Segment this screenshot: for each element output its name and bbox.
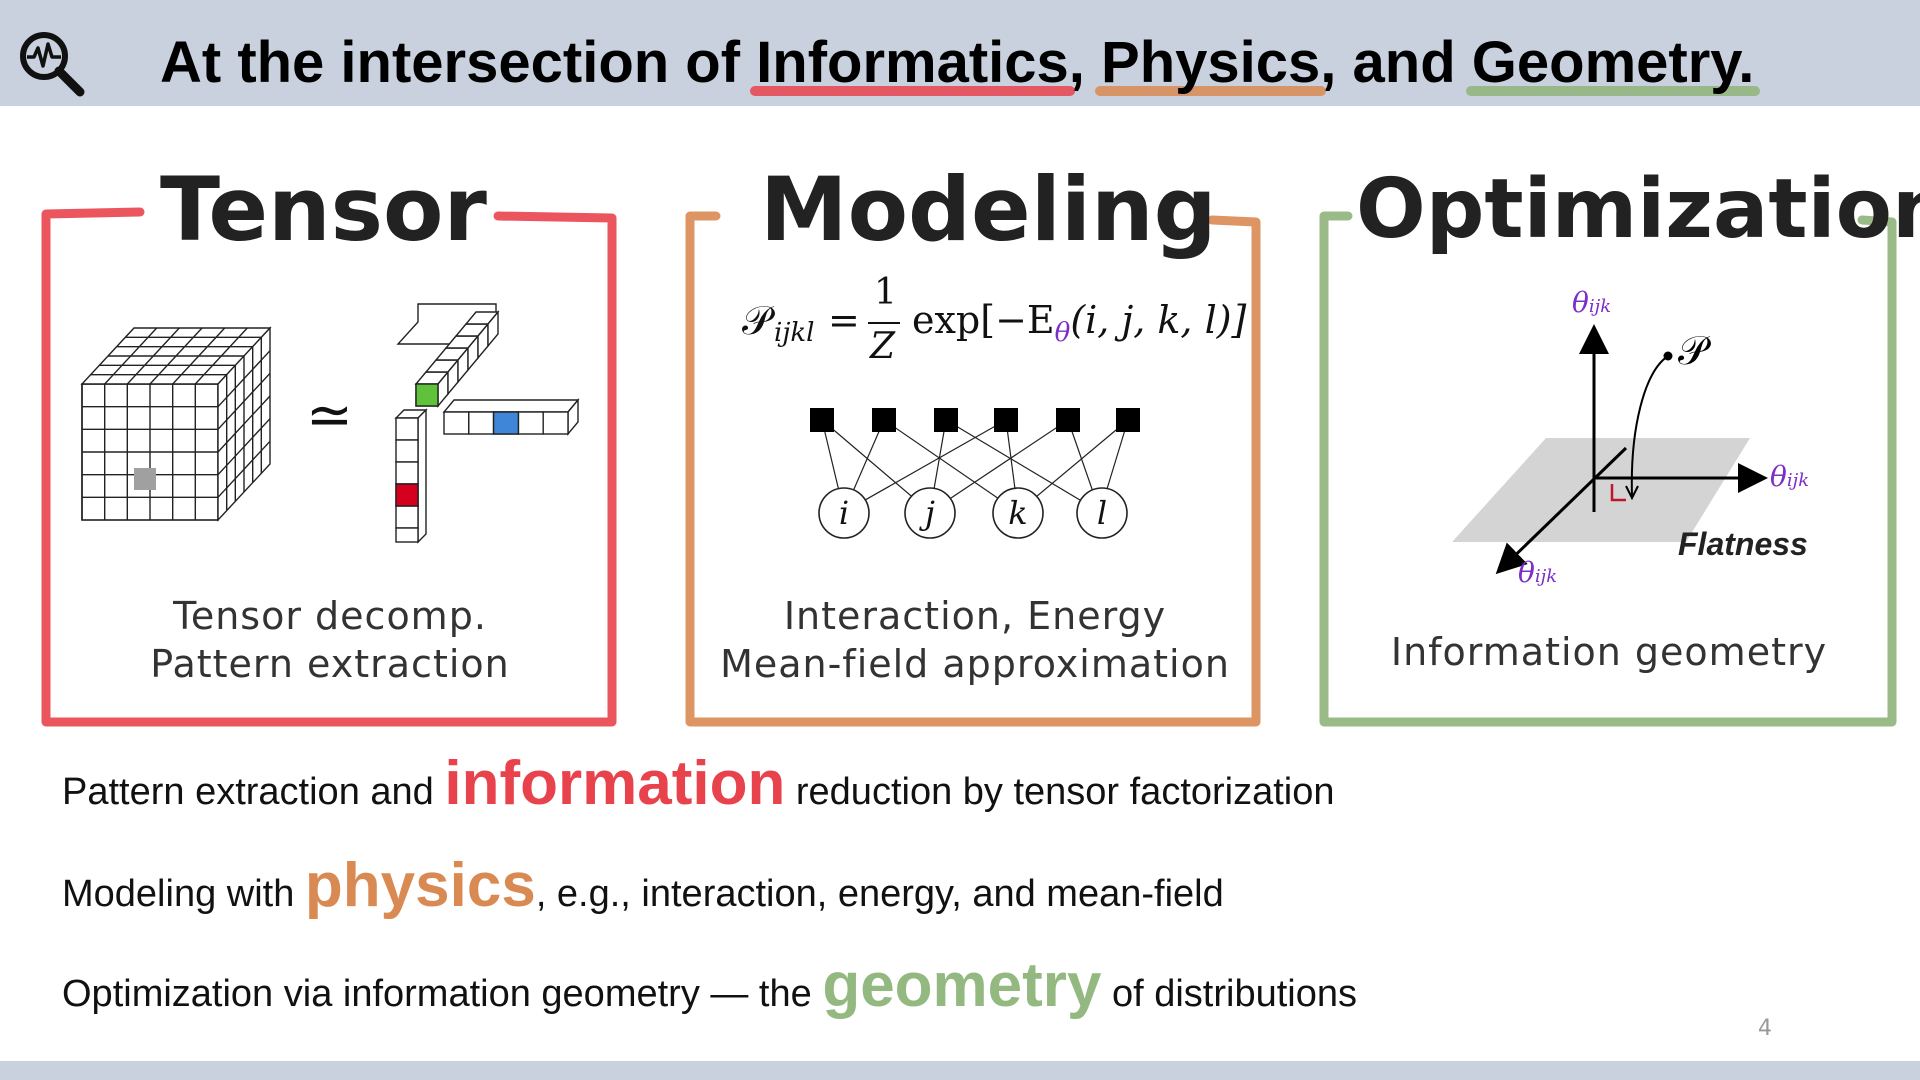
bullet-2-emphasis: physics [304, 851, 536, 920]
formula-equals: = [828, 298, 860, 342]
factor-graph: i j k l [810, 408, 1140, 539]
bullet-3-before: Optimization via information geometry — … [62, 973, 823, 1015]
formula-fraction-bar [868, 322, 900, 324]
variable-nodes [818, 487, 1128, 539]
tensor-highlight-cell [134, 468, 156, 490]
tensor-factor-cell-red [395, 483, 419, 507]
tensor-figure [80, 303, 580, 544]
highlight-geometry: Geometry. [1465, 28, 1761, 98]
formula-lhs-subscript: ijkl [774, 318, 815, 348]
formula-theta: θ [1054, 318, 1071, 348]
information-geometry-figure [1452, 324, 1768, 575]
flatness-label: Flatness [1678, 526, 1808, 562]
bullet-2-before: Modeling with [62, 873, 305, 915]
formula-numerator: 1 [874, 272, 897, 313]
formula-denominator: Z [870, 326, 896, 367]
bullet-1-emphasis: information [444, 749, 786, 818]
axis-label-top: θijk [1572, 286, 1612, 319]
bullet-1-before: Pattern extraction and [62, 771, 445, 813]
tensor-caption-line2: Pattern extraction [150, 642, 510, 686]
slide-title: At the intersection of Informatics, Phys… [160, 28, 1761, 98]
energy-formula: 𝒫 ijkl = 1 Z exp[−Eθ(i, j, k, l)] [736, 268, 1246, 378]
axis-label-left: θijk [1518, 556, 1558, 589]
approx-symbol: ≃ [306, 383, 353, 448]
tensor-factor-cell-blue [492, 411, 520, 435]
tensor-caption-line1: Tensor decomp. [173, 594, 487, 638]
formula-lhs: 𝒫 [742, 298, 771, 344]
bullet-information: Pattern extraction and information reduc… [62, 748, 1335, 819]
node-i: i [839, 494, 849, 532]
bullet-1-after: reduction by tensor factorization [785, 771, 1335, 813]
bullet-3-after: of distributions [1101, 973, 1357, 1015]
formula-exp: exp[−Eθ(i, j, k, l)] [912, 298, 1247, 348]
title-separator-1: , [1068, 30, 1102, 95]
modeling-caption-line2: Mean-field approximation [720, 642, 1230, 686]
factor-nodes [810, 408, 1140, 432]
flat-plane [1452, 438, 1750, 542]
tensor-title: Tensor [160, 158, 487, 261]
bullet-2-after: , e.g., interaction, energy, and mean-fi… [535, 873, 1224, 915]
distribution-point-label: 𝒫 [1678, 328, 1707, 374]
optimization-caption: Information geometry [1390, 630, 1828, 674]
bullet-3-emphasis: geometry [822, 951, 1102, 1020]
bullet-geometry: Optimization via information geometry — … [62, 950, 1357, 1021]
modeling-caption-line1: Interaction, Energy [783, 594, 1167, 638]
title-separator-2: , and [1320, 30, 1472, 95]
tensor-factor-cell-green [415, 383, 439, 407]
bullet-physics: Modeling with physics, e.g., interaction… [62, 850, 1224, 921]
title-prefix: At the intersection of [160, 30, 757, 95]
tensor-caption: Tensor decomp. Pattern extraction [60, 592, 600, 688]
highlight-informatics: Informatics [750, 28, 1075, 98]
optimization-title: Optimization [1356, 162, 1920, 257]
modeling-caption: Interaction, Energy Mean-field approxima… [700, 592, 1250, 688]
page-number: 4 [1758, 1016, 1772, 1041]
node-k: k [1008, 494, 1027, 532]
highlight-physics: Physics [1095, 28, 1327, 98]
footer-bar [0, 1061, 1920, 1080]
axis-label-right: θijk [1770, 460, 1810, 493]
node-l: l [1097, 494, 1107, 532]
magnifier-pulse-icon [20, 32, 85, 97]
modeling-title: Modeling [760, 158, 1217, 261]
